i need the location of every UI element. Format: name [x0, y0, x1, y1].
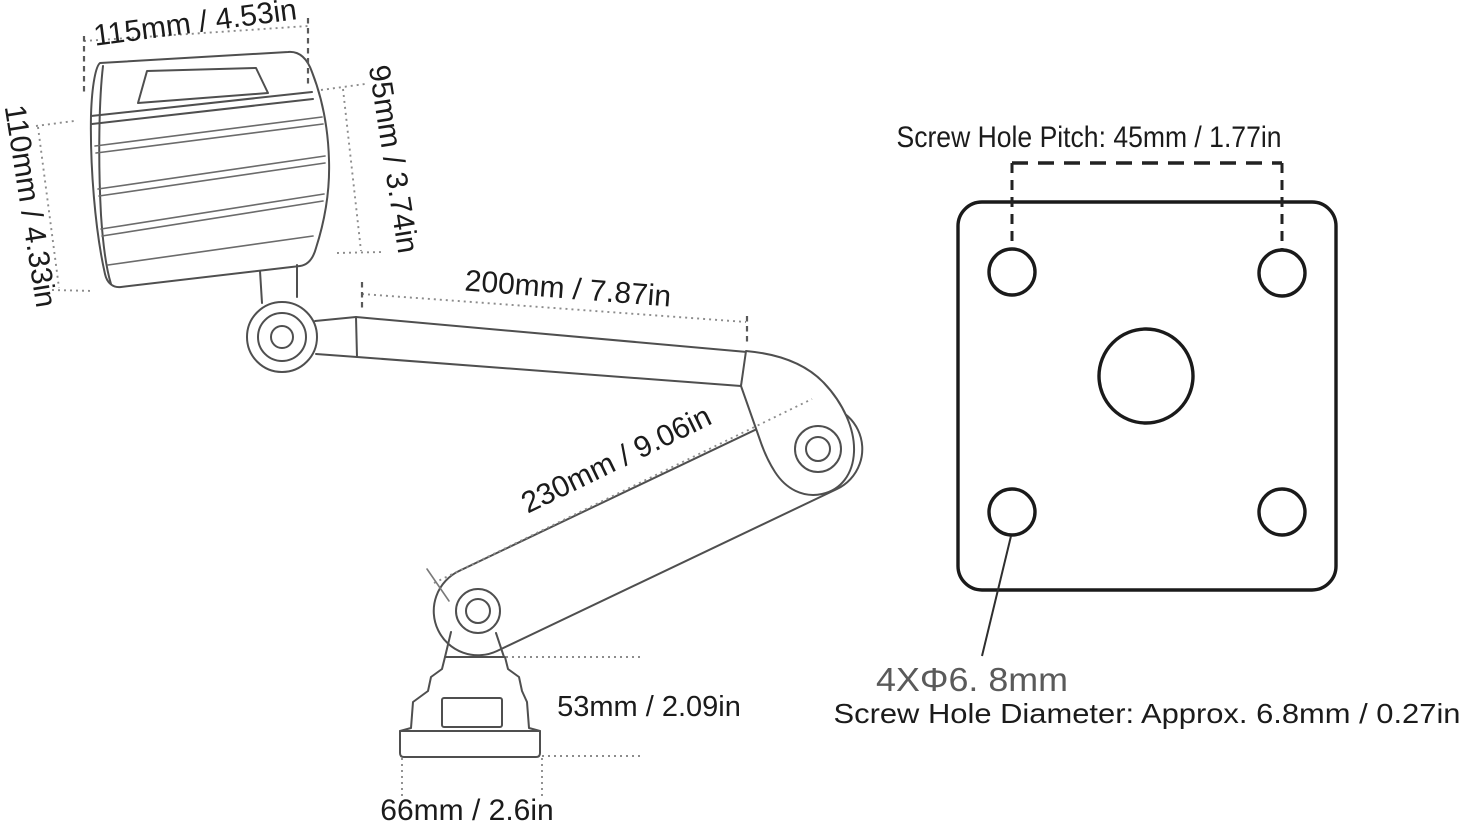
head-pivot-joint: [246, 301, 318, 373]
head-width-dimension-label: 115mm / 4.53in: [92, 0, 299, 53]
dim-line-upper-arm: [361, 293, 747, 323]
center-hole: [1097, 327, 1195, 425]
base-height-dimension-label: 53mm / 2.09in: [557, 691, 741, 723]
lamp-head-left-inner-edge: [98, 65, 112, 285]
dim-line-lower-arm: [433, 398, 813, 584]
lamp-dimension-lines: [35, 18, 813, 796]
head-pivot-fork: [259, 264, 298, 304]
lamp-head-top-band-line2: [91, 98, 314, 125]
lamp-side-view: 115mm / 4.53in 110mm / 4.33in 95mm / 3.7…: [0, 0, 864, 826]
head-depth-dimension-label: 95mm / 3.74in: [362, 63, 424, 256]
screw-hole-top-left: [987, 247, 1037, 297]
pivot-arm-link-top: [314, 316, 357, 322]
head-height-dimension-label: 110mm / 4.33in: [0, 103, 62, 310]
pitch-dimension-bracket: [1010, 161, 1284, 249]
screw-hole-bottom-left: [987, 487, 1037, 537]
lamp-head-lens-window: [137, 67, 269, 104]
base-width-dimension-label: 66mm / 2.6in: [380, 794, 553, 826]
elbow-joint-bolt: [794, 425, 842, 473]
mounting-plate-outline: [956, 200, 1338, 592]
base-label-plate: [441, 697, 503, 728]
screw-holes: [987, 247, 1307, 537]
pivot-arm-link-bottom: [315, 353, 358, 358]
screw-hole-diameter-label: Screw Hole Diameter: Approx. 6.8mm / 0.2…: [834, 698, 1461, 729]
lamp-head-top-band-line1: [90, 91, 313, 117]
screw-hole-top-right: [1257, 248, 1307, 298]
screw-hole-bottom-right: [1257, 487, 1307, 537]
dim-line-head-depth: [342, 88, 362, 252]
dim-line-head-width: [83, 25, 309, 42]
upper-arm: [355, 316, 748, 387]
base-joint-bolt: [455, 588, 501, 634]
lamp-base: [399, 631, 541, 758]
hole-count-callout-label: 4XΦ6. 8mm: [876, 661, 1068, 698]
lamp-head-fins: [94, 116, 326, 266]
lamp-head: [89, 50, 331, 289]
mounting-plate-view: Screw Hole Pitch: 45mm / 1.77in 4XΦ6. 8m…: [834, 121, 1461, 729]
upper-arm-dimension-label: 200mm / 7.87in: [464, 264, 673, 313]
screw-hole-pitch-label: Screw Hole Pitch: 45mm / 1.77in: [897, 121, 1282, 154]
hole-callout-leader-line: [981, 535, 1012, 657]
